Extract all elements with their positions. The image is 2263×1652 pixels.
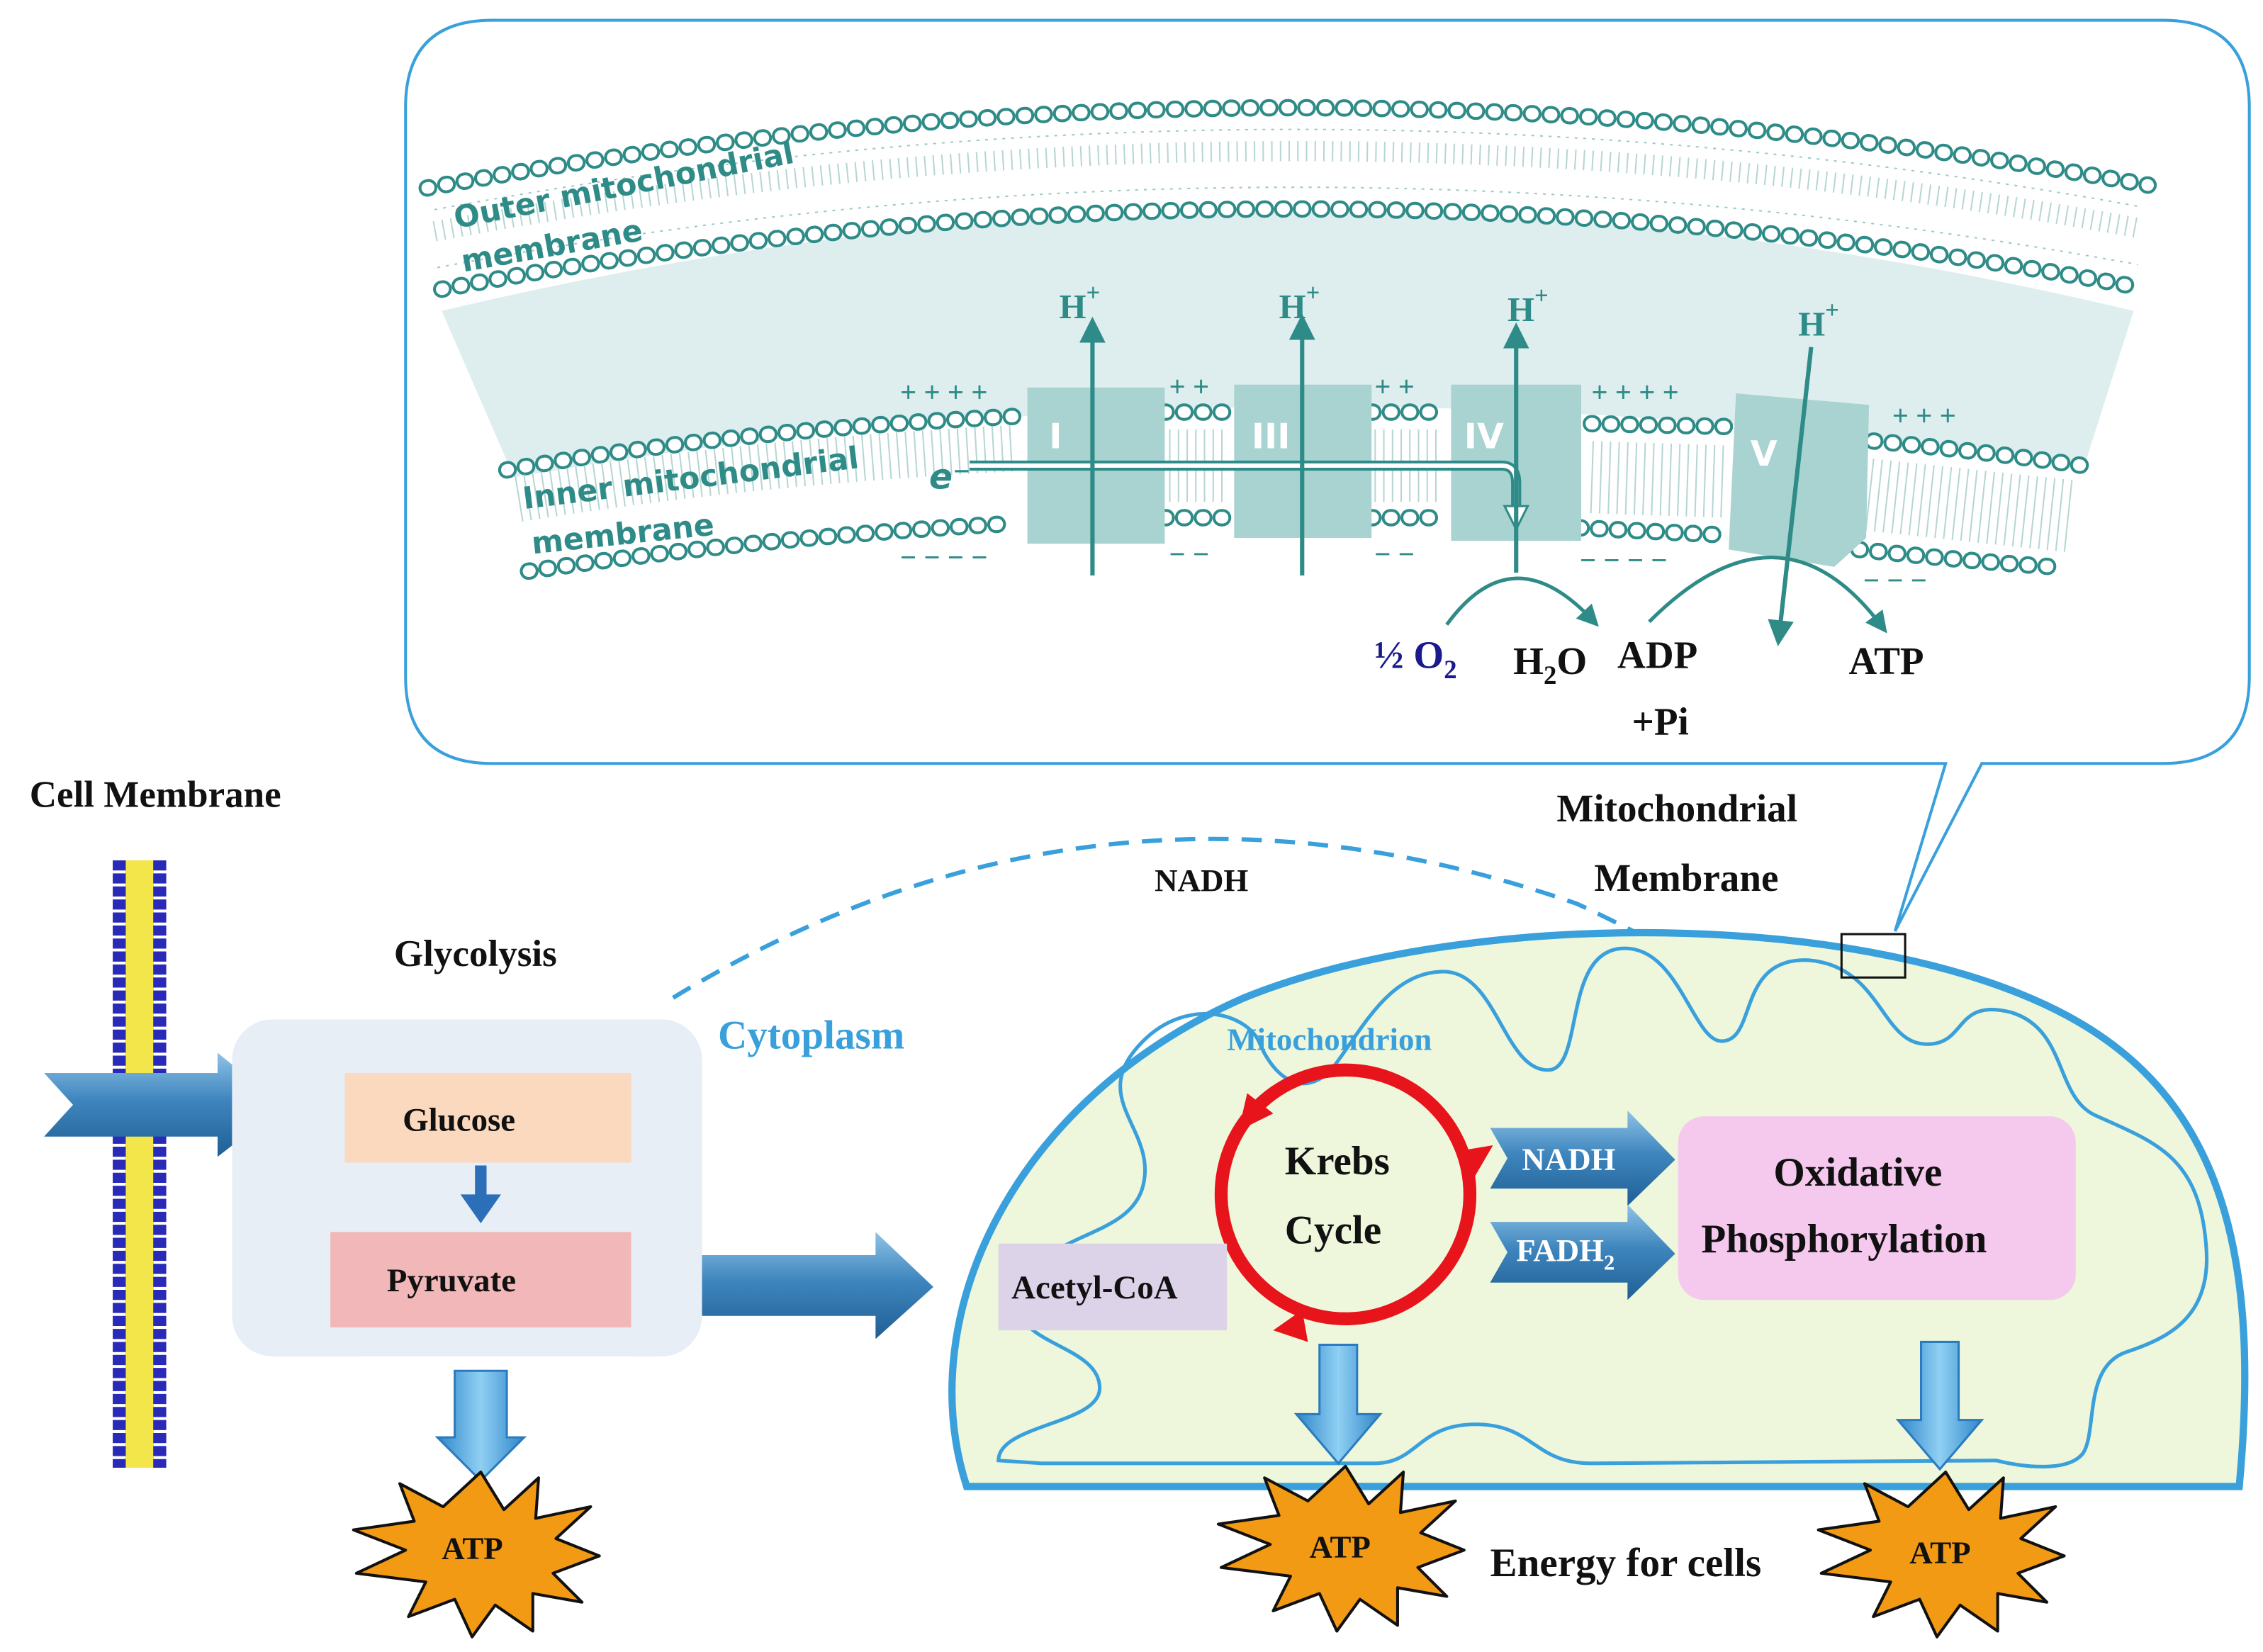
minus-signs-1: − − − − [900, 541, 988, 573]
proton-label-4: H+ [1798, 296, 1839, 343]
krebs-arrowhead-2 [1238, 1093, 1274, 1131]
proton-label-2: H+ [1279, 279, 1320, 325]
oxygen-label: ½ O2 [1374, 634, 1456, 684]
krebs-atp-down-arrow [1293, 1343, 1383, 1466]
cell-membrane-label: Cell Membrane [30, 775, 281, 816]
atp-star-krebs: ATP [1216, 1464, 1466, 1633]
glycolysis-label: Glycolysis [394, 933, 557, 974]
glucose-box [344, 1072, 631, 1163]
acetyl-coa-label: Acetyl-CoA [1011, 1269, 1178, 1306]
atp-star-glycolysis: ATP [352, 1471, 601, 1639]
mito-membrane-label-line1: Mitochondrial [1556, 787, 1797, 830]
intermembrane-space [442, 209, 2134, 478]
proton-label-1: H+ [1059, 279, 1100, 325]
pi-label: +Pi [1632, 699, 1688, 743]
mitochondrion: Mitochondrial Membrane Mitochondrion Kre… [948, 787, 2249, 1490]
complex-III-label: III [1252, 417, 1291, 457]
inset-atp-label: ATP [1849, 639, 1924, 682]
pyruvate-label: Pyruvate [387, 1262, 516, 1299]
minus-signs-4: − − − − [1580, 544, 1668, 576]
plus-signs-2: + + [1169, 371, 1210, 403]
membrane-charges: + + + + + + + + + + + + + + + − − − − − … [900, 371, 1956, 596]
krebs-label-line2: Cycle [1285, 1208, 1381, 1253]
adp-to-atp-arrow [1648, 556, 1887, 634]
nadh-shuttle-label: NADH [1155, 862, 1248, 898]
atp-star-label-3: ATP [1909, 1535, 1970, 1570]
complex-V-label: V [1751, 434, 1778, 474]
plus-signs-4: + + + + [1591, 376, 1679, 408]
oxphos-box [1678, 1116, 2076, 1300]
glycolysis-atp-down-arrow [434, 1369, 527, 1483]
krebs-cycle-ring [1214, 1063, 1477, 1325]
plus-signs-5: + + + [1892, 400, 1956, 432]
adp-label: ADP [1617, 634, 1697, 677]
mito-membrane-label-line2: Membrane [1594, 856, 1778, 899]
oxphos-label-line1: Oxidative [1773, 1150, 1942, 1195]
fadh2-arrow [1490, 1204, 1675, 1300]
proton-pumps [1079, 313, 1814, 646]
krebs-label-line1: Krebs [1285, 1139, 1390, 1184]
electron-label: e⁻ [929, 457, 971, 498]
complex-I-label: I [1049, 417, 1062, 457]
inner-membrane [498, 403, 2092, 580]
complex-IV-label: IV [1464, 417, 1504, 457]
proton-arrow-V [1768, 347, 1814, 646]
outer-membrane [418, 99, 2157, 298]
oxphos-atp-down-arrow [1895, 1340, 1984, 1471]
pyruvate-transport-arrow [702, 1232, 933, 1339]
krebs-arrowhead-1 [1458, 1145, 1493, 1180]
mitochondrion-label: Mitochondrion [1227, 1021, 1432, 1057]
plus-signs-1: + + + + [900, 376, 988, 408]
atp-star-label-1: ATP [442, 1530, 502, 1566]
fadh2-arrow-label: FADH2 [1516, 1232, 1615, 1274]
cell-membrane: Cell Membrane [30, 775, 281, 1468]
glucose-label: Glucose [403, 1102, 515, 1139]
pyruvate-box [330, 1232, 631, 1328]
water-label: H2O [1513, 639, 1587, 690]
membrane-inset: Outer mitochondrial membrane Inner mitoc… [404, 18, 2251, 932]
mito-inner-membrane-cristae [996, 946, 2209, 1468]
membrane-zoom-marker [1840, 933, 1907, 979]
minus-signs-2: − − [1169, 539, 1210, 571]
proton-labels: H+ H+ H+ H+ [1059, 279, 1838, 343]
glucose-entry-arrow [44, 1052, 283, 1157]
atp-star-oxphos: ATP [1816, 1471, 2066, 1639]
minus-signs-5: − − − [1863, 564, 1927, 596]
complex-V [1729, 393, 1870, 567]
plus-signs-3: + + [1374, 371, 1415, 403]
oxphos-label-line2: Phosphorylation [1701, 1217, 1987, 1262]
glycolysis-panel: Glycolysis Glucose Pyruvate [232, 933, 702, 1356]
acetyl-coa-box [998, 1243, 1228, 1331]
krebs-arrowhead-3 [1273, 1310, 1308, 1342]
cytoplasm-label: Cytoplasm [718, 1013, 904, 1057]
atp-star-label-2: ATP [1309, 1529, 1370, 1564]
oxygen-to-water-arrow [1445, 576, 1599, 627]
nadh-arrow-label: NADH [1522, 1142, 1615, 1177]
energy-for-cells-label: Energy for cells [1490, 1541, 1762, 1585]
minus-signs-3: − − [1374, 539, 1415, 571]
nadh-arrow [1490, 1110, 1675, 1206]
proton-label-3: H+ [1507, 281, 1549, 328]
